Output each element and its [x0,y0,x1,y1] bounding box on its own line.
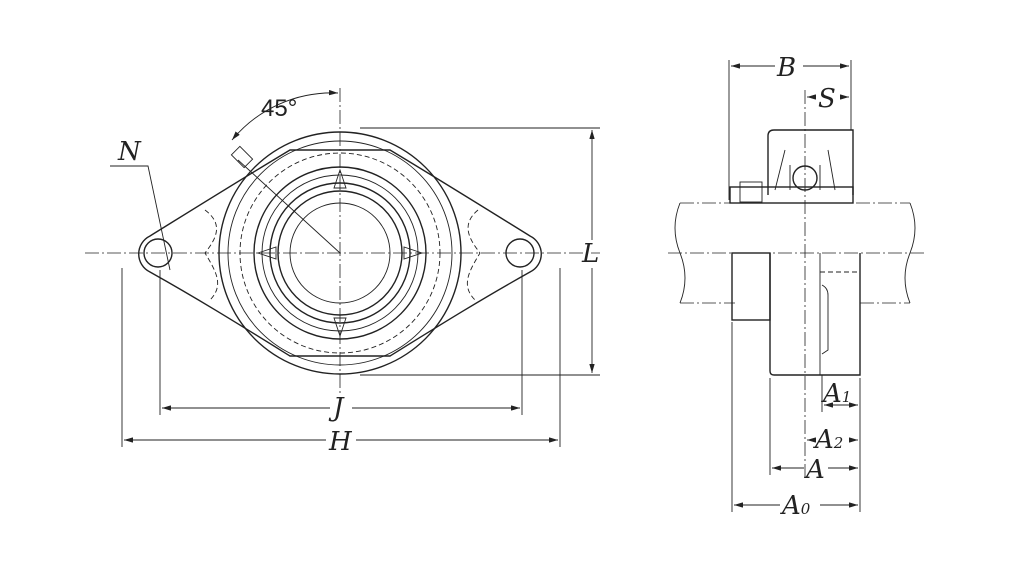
dim-L-label: L [581,239,599,269]
dim-A1-label: A1 [821,379,851,409]
dim-A0-label: A0 [780,491,811,521]
front-view: 45° N L J H [85,88,600,457]
dim-N-label: N [117,137,142,167]
dim-S-label: S [818,84,836,114]
dim-A2-label: A2 [813,425,843,455]
dim-A-label: A [804,455,825,485]
side-view: B S A1 A2 A A0 [668,53,925,521]
grease-nipple [230,145,254,169]
angle-label: 45° [261,95,297,122]
dim-H-label: H [328,427,353,457]
bolt-hole-left [143,238,173,268]
flange-outline [138,149,542,357]
dim-J-label: J [328,393,345,423]
bolt-hole-right [505,238,535,268]
dim-B-label: B [776,53,796,83]
